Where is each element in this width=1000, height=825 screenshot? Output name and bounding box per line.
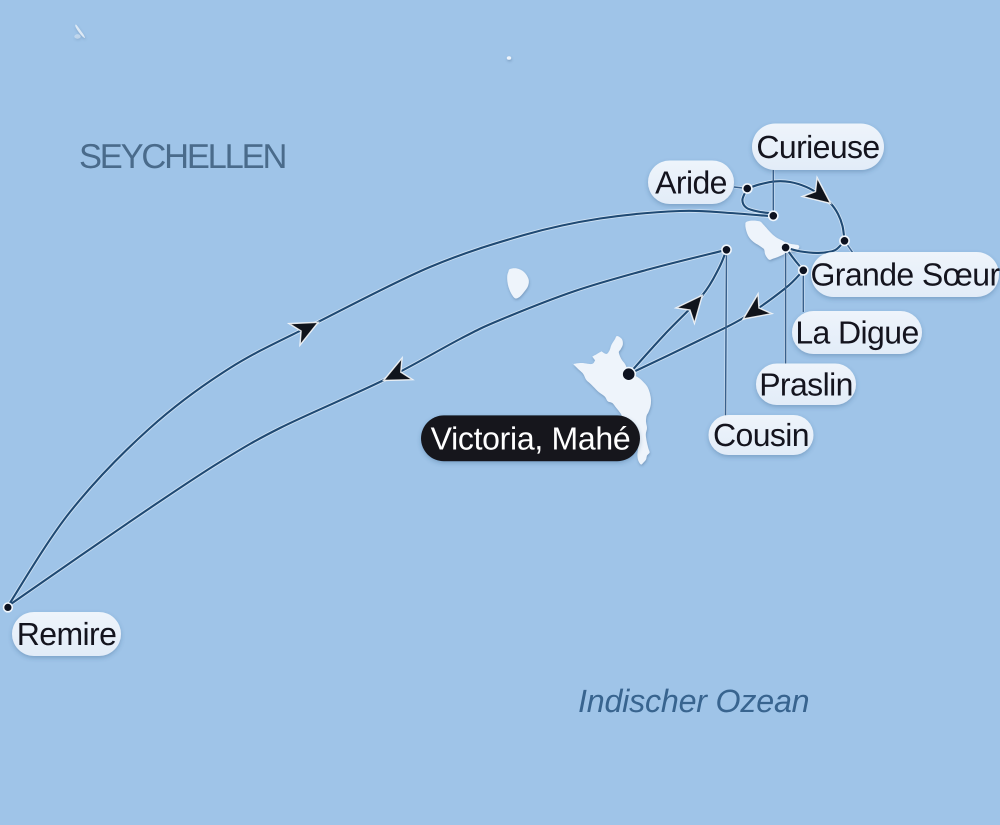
svg-text:SEYCHELLEN: SEYCHELLEN: [79, 138, 285, 176]
svg-text:Curieuse: Curieuse: [756, 129, 879, 165]
svg-text:Grande Sœur: Grande Sœur: [810, 257, 1000, 293]
svg-text:Praslin: Praslin: [759, 366, 853, 402]
svg-text:Cousin: Cousin: [713, 417, 809, 453]
svg-text:Aride: Aride: [655, 164, 727, 200]
svg-text:Indischer Ozean: Indischer Ozean: [578, 683, 809, 719]
svg-text:Victoria, Mahé: Victoria, Mahé: [431, 420, 631, 456]
svg-text:Remire: Remire: [17, 616, 117, 652]
svg-text:La Digue: La Digue: [795, 315, 918, 351]
